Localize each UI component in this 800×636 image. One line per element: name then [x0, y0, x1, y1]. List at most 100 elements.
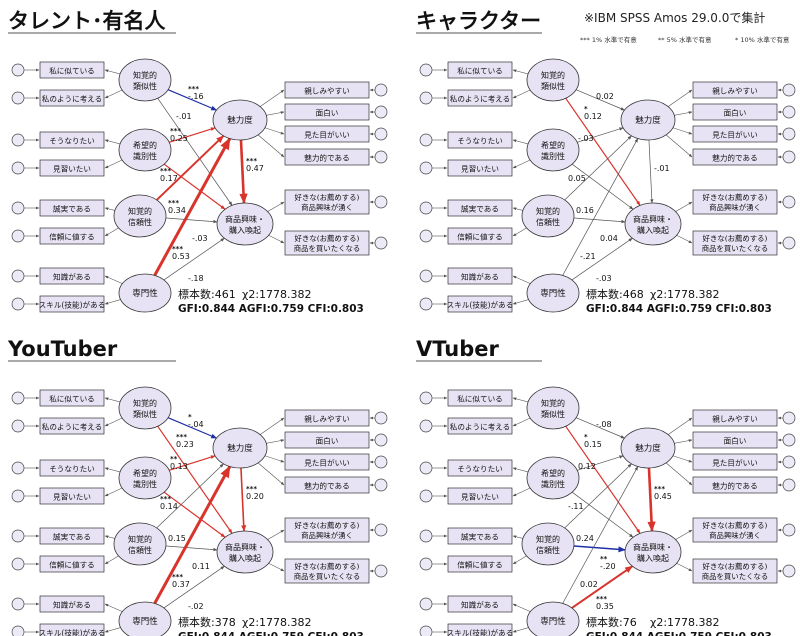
latent-trust — [113, 522, 167, 566]
path-exp_attr-coefficient: -.21 — [580, 252, 596, 261]
indicator-trustworthy — [39, 227, 105, 245]
path-exp_attr — [562, 466, 639, 604]
latent-expertise-label: 専門性 — [540, 616, 566, 627]
path-attr_int-significance: *** — [654, 485, 665, 493]
error-term-circle — [11, 557, 25, 571]
error-term-circle — [11, 91, 25, 105]
indicator-want-to-buy — [692, 558, 778, 584]
indicator-want-to-learn — [447, 159, 513, 177]
loading-path — [268, 234, 285, 244]
path-exp_int — [163, 237, 225, 281]
error-term-circle — [419, 529, 433, 543]
error-term-circle — [419, 597, 433, 611]
indicator-skilled-label: スキル(技能)がある — [39, 628, 106, 636]
indicator-thinks-like-me — [39, 89, 105, 107]
indicator-funny — [692, 103, 778, 121]
error-term-circle — [782, 411, 796, 425]
path-trust_int-significance: ** — [600, 555, 608, 563]
indicator-funny-label: 面白い — [724, 108, 747, 118]
path-trust_attr-coefficient: 0.15 — [168, 534, 186, 543]
latent-trust — [113, 194, 167, 238]
indicator-want-to-buy — [284, 558, 370, 584]
latent-similarity-label-line1: 知覚的 — [541, 398, 565, 408]
error-term-circle — [374, 83, 388, 97]
loading-path — [512, 627, 529, 633]
error-term-circle — [419, 201, 433, 215]
indicator-sincere-label: 誠実である — [461, 204, 499, 214]
latent-identification-label-line2: 識別性 — [133, 479, 157, 489]
path-sim_attr-significance: *** — [188, 85, 199, 93]
error-term-circle — [782, 564, 796, 578]
path-exp_int — [571, 237, 633, 281]
path-hope_int — [571, 491, 634, 538]
error-term-circle — [419, 229, 433, 243]
indicator-trustworthy-label: 信頼に値する — [457, 560, 503, 570]
path-exp_attr — [153, 137, 232, 277]
indicator-want-to-buy-label-line1: 好きな(お薦めする) — [295, 234, 360, 243]
indicator-attractive-label: 魅力的である — [712, 153, 758, 163]
indicator-sincere — [39, 199, 105, 217]
path-sim_int-significance: * — [584, 105, 588, 113]
latent-identification-label-line2: 識別性 — [541, 151, 565, 161]
path-hope_attr-coefficient: 0.13 — [170, 462, 188, 471]
error-term-circle — [11, 391, 25, 405]
indicator-want-to-be-label: そうなりたい — [49, 465, 95, 474]
path-sim_attr — [575, 89, 625, 111]
loading-path — [104, 275, 123, 284]
path-trust_attr-significance: *** — [168, 199, 179, 207]
path-trust_int-coefficient: -.20 — [600, 562, 616, 571]
indicator-product-interest-label-line1: 好きな(お薦めする) — [295, 193, 360, 202]
loading-path — [257, 134, 285, 158]
indicator-trustworthy — [39, 555, 105, 573]
panel-3: YouTuber私に似ている私のように考えるそうなりたい見習いたい誠実である信頼… — [7, 337, 388, 636]
latent-trust-label-line2: 信頼性 — [536, 217, 560, 227]
error-term-circle — [782, 523, 796, 537]
path-attr_int — [648, 139, 654, 204]
fit-indices: GFI:0.844 AGFI:0.759 CFI:0.803 — [586, 631, 772, 636]
loading-path — [512, 139, 529, 145]
indicator-skilled-label: スキル(技能)がある — [447, 628, 514, 636]
loading-path — [512, 275, 531, 284]
error-term-circle — [782, 455, 796, 469]
indicator-skilled — [39, 623, 105, 636]
path-trust_attr-coefficient: 0.16 — [576, 206, 594, 215]
indicator-knowledgeable-label: 知識がある — [53, 600, 91, 610]
latent-identification — [118, 456, 172, 500]
path-trust_int-coefficient: -.03 — [192, 234, 208, 243]
loading-path — [667, 417, 693, 435]
path-trust_attr — [564, 135, 632, 201]
indicator-want-to-buy-label-line1: 好きな(お薦めする) — [703, 562, 768, 571]
indicator-product-interest — [284, 189, 370, 215]
latent-attractiveness-label: 魅力度 — [635, 115, 661, 126]
path-trust_int — [165, 545, 218, 552]
header-note: ※IBM SPSS Amos 29.0.0で集計 — [584, 10, 765, 25]
path-attr_int — [240, 467, 247, 532]
loading-path — [257, 462, 285, 486]
loading-path — [512, 89, 531, 99]
indicator-trustworthy — [447, 555, 513, 573]
sample-size: 標本数:468 — [586, 287, 644, 301]
path-sim_int — [565, 425, 641, 534]
path-trust_int — [573, 217, 626, 224]
indicator-attractive — [284, 476, 370, 494]
path-exp_attr-coefficient: 0.53 — [172, 252, 190, 261]
path-hope_int-coefficient: -.11 — [568, 502, 584, 511]
error-term-circle — [11, 161, 25, 175]
path-exp_int-coefficient: -.02 — [188, 602, 204, 611]
path-hope_int-coefficient: 0.17 — [160, 174, 178, 183]
loading-path — [104, 227, 119, 237]
path-attr_int-coefficient: 0.47 — [246, 164, 264, 173]
loading-path — [259, 417, 285, 435]
path-attr_int-coefficient: -.01 — [654, 164, 670, 173]
indicator-thinks-like-me-label: 私のように考える — [42, 423, 103, 432]
loading-path — [674, 439, 693, 444]
path-trust_int — [573, 545, 626, 553]
loading-path — [512, 535, 524, 539]
loading-path — [104, 555, 119, 565]
error-term-circle — [11, 529, 25, 543]
error-term-circle — [419, 419, 433, 433]
error-term-circle — [11, 63, 25, 77]
loading-path — [675, 201, 693, 212]
path-sim_attr-coefficient: -.16 — [188, 92, 204, 101]
path-hope_attr-coefficient: 0.12 — [578, 462, 596, 471]
